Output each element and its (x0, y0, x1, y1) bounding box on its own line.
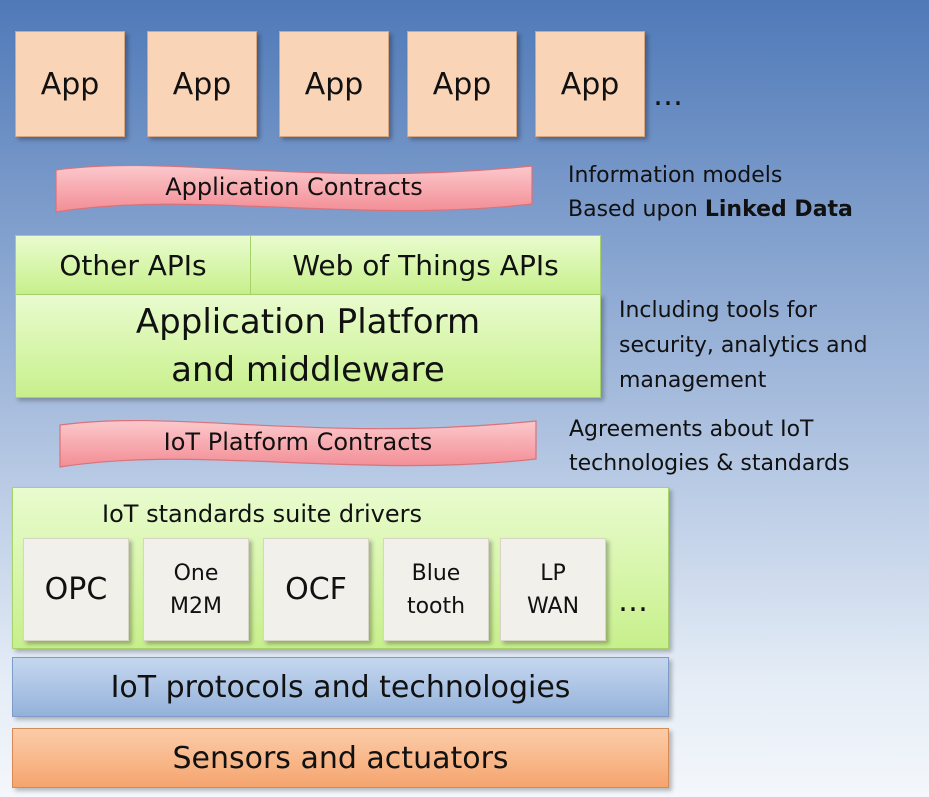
note-line: Information models (568, 163, 783, 188)
note-line: Including tools for (619, 298, 817, 323)
more-apps-ellipsis: … (653, 78, 683, 113)
note-line: Based upon Linked Data (568, 197, 853, 222)
app-box: App (147, 31, 257, 137)
app-box: App (535, 31, 645, 137)
driver-ocf: OCF (263, 538, 369, 641)
iot-protocols-label: IoT protocols and technologies (110, 669, 571, 705)
iot-protocols-bar: IoT protocols and technologies (12, 657, 669, 717)
iot-platform-contracts-label: IoT Platform Contracts (163, 428, 433, 456)
app-box: App (407, 31, 517, 137)
application-contracts-label: Application Contracts (165, 173, 423, 201)
note-line: management (619, 368, 767, 393)
other-apis-label: Other APIs (59, 248, 207, 282)
driver-opc: OPC (23, 538, 129, 641)
platform-title-line2: and middleware (171, 350, 445, 390)
platform-note: Including tools for security, analytics … (619, 293, 868, 398)
app-label: App (40, 66, 100, 102)
application-contracts-note: Information models Based upon Linked Dat… (568, 159, 853, 227)
note-line: security, analytics and (619, 333, 868, 358)
iot-platform-contracts-note: Agreements about IoT technologies & stan… (569, 413, 849, 481)
application-contracts-ribbon (55, 164, 533, 213)
sensors-actuators-label: Sensors and actuators (172, 740, 509, 776)
app-box: App (15, 31, 125, 137)
app-label: App (172, 66, 232, 102)
other-apis-box: Other APIs (15, 235, 251, 295)
sensors-actuators-bar: Sensors and actuators (12, 728, 669, 788)
app-label: App (304, 66, 364, 102)
iot-platform-contracts-ribbon (59, 419, 537, 468)
more-drivers-ellipsis: … (618, 584, 648, 619)
app-label: App (560, 66, 620, 102)
app-label: App (432, 66, 492, 102)
drivers-title: IoT standards suite drivers (102, 500, 422, 528)
app-box: App (279, 31, 389, 137)
web-of-things-apis-label: Web of Things APIs (292, 248, 559, 282)
note-line: Agreements about IoT (569, 417, 814, 442)
platform-title-line1: Application Platform (135, 302, 481, 342)
web-of-things-apis-box: Web of Things APIs (250, 235, 601, 295)
linked-data-emphasis: Linked Data (704, 197, 853, 222)
note-line: technologies & standards (569, 451, 850, 476)
application-platform-box: Application Platform and middleware (15, 294, 601, 398)
